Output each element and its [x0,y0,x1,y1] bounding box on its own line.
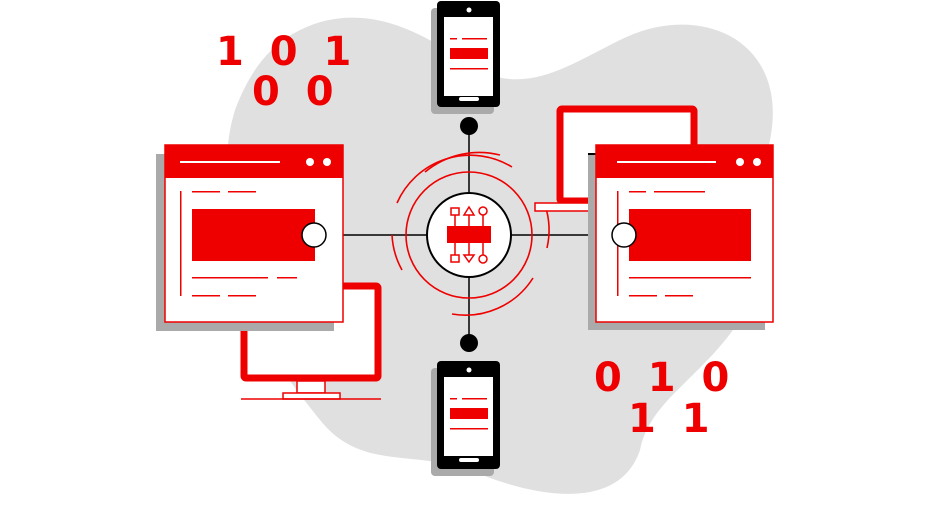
phone-top [431,1,500,114]
signal-arcs [391,151,550,316]
node-dot-bottom [460,334,478,352]
connector-node-right [611,222,637,248]
binary-top-left-1: 1 0 1 [216,29,357,75]
binary-top-left-2: 0 0 [252,69,340,115]
binary-bottom-right-1: 0 1 0 [594,355,735,401]
hub-icon [426,192,512,278]
phone-bottom [431,361,500,476]
node-dot-top [460,117,478,135]
binary-bottom-right-2: 1 1 [628,396,716,442]
connector-node-left [301,222,327,248]
